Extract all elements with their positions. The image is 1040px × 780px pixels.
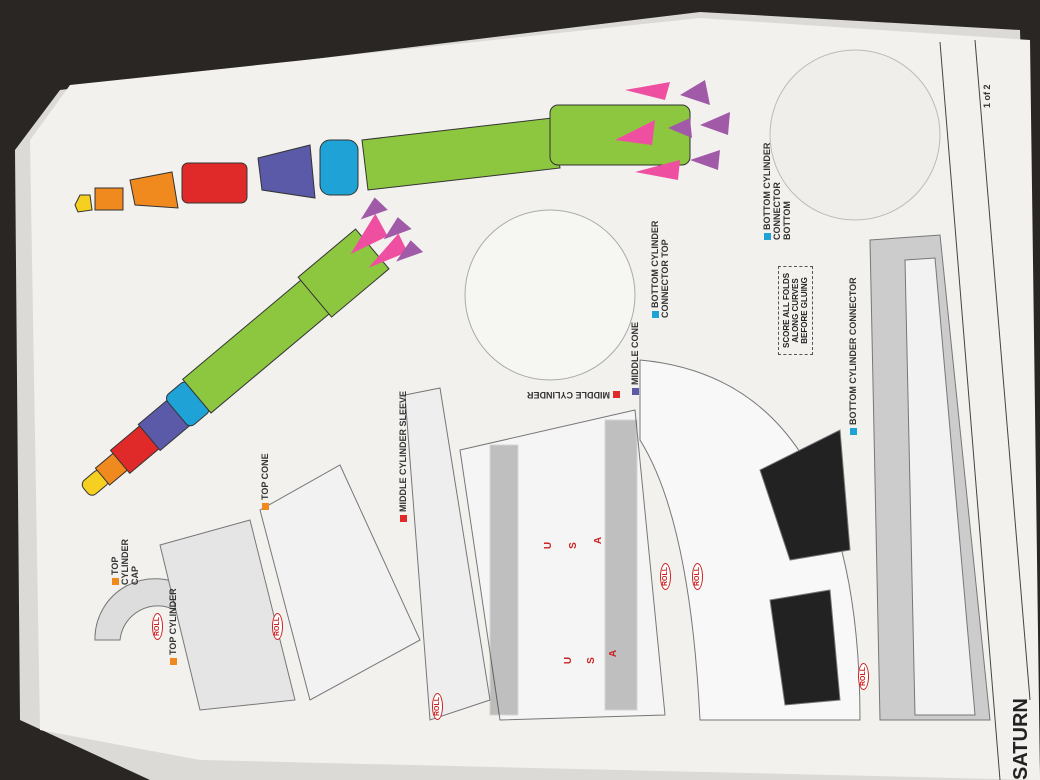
orange-square-icon: [262, 503, 269, 510]
usa-letter: S: [585, 657, 597, 664]
label-bottom-connector-top: BOTTOM CYLINDER CONNECTOR TOP: [650, 220, 670, 318]
orange-square-icon: [170, 658, 177, 665]
label-middle-cylinder: MIDDLE CYLINDER: [527, 390, 620, 400]
connector-bottom-circle: [769, 49, 941, 221]
label-middle-cylinder-sleeve: MIDDLE CYLINDER SLEEVE: [398, 391, 408, 522]
connector-top-circle: [464, 209, 636, 381]
orange-square-icon: [112, 578, 119, 585]
roll-marker: ROLL: [152, 612, 163, 640]
usa-letter: U: [563, 656, 575, 665]
red-square-icon: [613, 391, 620, 398]
label-top-cylinder-cap: TOP CYLINDER CAP: [110, 538, 140, 585]
blue-square-icon: [652, 311, 659, 318]
blue-square-icon: [764, 233, 771, 240]
label-top-cylinder: TOP CYLINDER: [168, 588, 178, 665]
roll-marker: ROLL: [660, 562, 671, 590]
score-folds-notice: SCORE ALL FOLDS ALONG CURVES BEFORE GLUI…: [778, 265, 813, 355]
roll-marker: ROLL: [692, 562, 703, 590]
title-fragment: SATURN: [1010, 698, 1032, 780]
roll-marker: ROLL: [858, 662, 869, 690]
blue-square-icon: [850, 428, 857, 435]
page-number: 1 of 2: [982, 84, 992, 108]
page-border-line: [974, 39, 1031, 701]
label-bottom-connector-bottom: BOTTOM CYLINDER CONNECTOR BOTTOM: [762, 142, 792, 240]
page-border-line: [939, 41, 1001, 780]
red-square-icon: [400, 515, 407, 522]
usa-letter: S: [567, 542, 579, 549]
rocket-exploded-illustration: [74, 80, 730, 213]
cutout-pieces: [94, 234, 991, 721]
label-top-cone: TOP CONE: [260, 453, 270, 510]
label-bottom-connector: BOTTOM CYLINDER CONNECTOR: [848, 277, 858, 435]
usa-letter: A: [593, 536, 605, 545]
roll-marker: ROLL: [432, 692, 443, 720]
roll-marker: ROLL: [272, 612, 283, 640]
rocket-assembled-illustration: [81, 197, 424, 496]
label-middle-cone: MIDDLE CONE: [630, 322, 640, 395]
usa-letter: U: [543, 541, 555, 550]
usa-letter: A: [608, 649, 620, 658]
purple-square-icon: [632, 388, 639, 395]
